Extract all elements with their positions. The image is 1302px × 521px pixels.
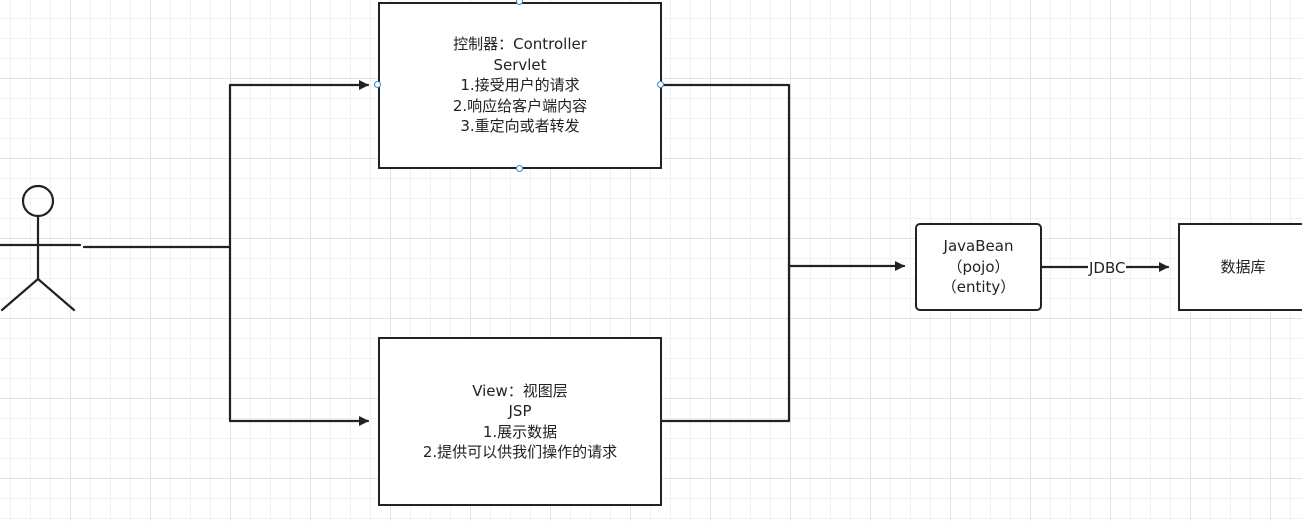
controller-left-handle[interactable]: [374, 81, 381, 88]
controller-item-1: 1.接受用户的请求: [460, 76, 580, 95]
actor-right-leg: [36, 277, 76, 312]
javabean-entity: （entity）: [941, 278, 1016, 297]
controller-right-handle[interactable]: [657, 81, 664, 88]
database-label: 数据库: [1220, 257, 1266, 276]
user-actor-icon: [0, 184, 82, 312]
view-item-2: 2.提供可以供我们操作的请求: [422, 443, 618, 461]
user-to-controller-connector: [82, 80, 370, 249]
javabean-box[interactable]: JavaBean （pojo） （entity）: [915, 223, 1042, 311]
controller-top-handle[interactable]: [516, 0, 523, 5]
controller-bottom-handle[interactable]: [516, 165, 523, 172]
jdbc-label: JDBC: [1088, 258, 1127, 278]
controller-title: 控制器：Controller: [453, 35, 587, 54]
database-box[interactable]: 数据库: [1178, 223, 1302, 311]
user-to-view-connector: [228, 245, 370, 426]
actor-left-leg: [0, 277, 40, 312]
view-title: View：视图层: [472, 381, 568, 400]
controller-box[interactable]: 控制器：Controller Servlet 1.接受用户的请求 2.响应给客户…: [378, 2, 662, 169]
controller-subtitle: Servlet: [493, 55, 547, 74]
view-subtitle: JSP: [508, 402, 532, 420]
view-item-1: 1.展示数据: [482, 422, 558, 441]
actor-head: [21, 184, 55, 218]
controller-item-2: 2.响应给客户端内容: [452, 96, 588, 115]
view-box[interactable]: View：视图层 JSP 1.展示数据 2.提供可以供我们操作的请求: [378, 337, 662, 506]
javabean-title: JavaBean: [943, 237, 1014, 256]
javabean-pojo: （pojo）: [947, 257, 1010, 276]
controller-item-3: 3.重定向或者转发: [460, 117, 580, 136]
controller-view-merge-connector: [660, 83, 791, 423]
